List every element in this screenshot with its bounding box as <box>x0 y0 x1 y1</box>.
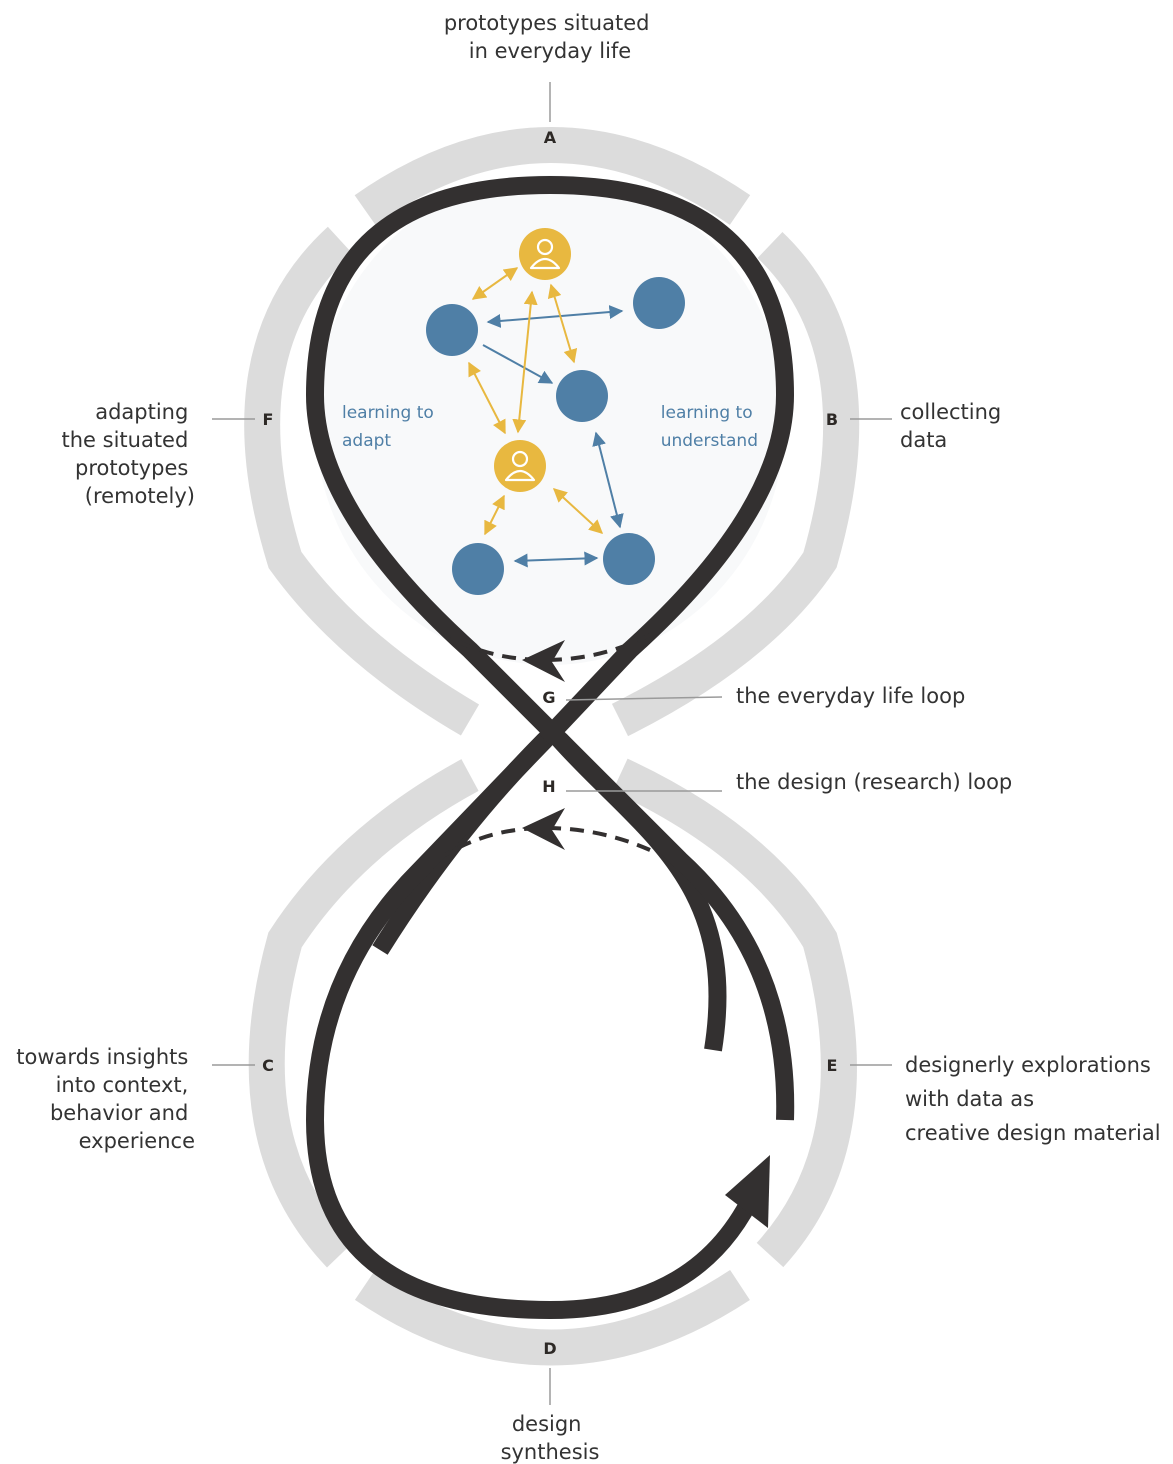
stage-labels: prototypes situated in everyday life col… <box>16 11 1160 1464</box>
leader-lines <box>212 82 892 1405</box>
circle-node <box>426 304 478 356</box>
stage-letter-c: C <box>262 1056 274 1075</box>
band-segment-e <box>612 758 857 1268</box>
everyday-life-loop-label: the everyday life loop <box>736 684 965 708</box>
stage-letter-a: A <box>544 128 557 147</box>
person-icon <box>519 228 571 280</box>
link-arrow <box>547 283 578 364</box>
circle-node <box>452 543 504 595</box>
link-arrow <box>552 488 604 534</box>
person-icon <box>494 440 546 492</box>
link-arrow <box>468 361 506 435</box>
link-arrow <box>512 290 538 434</box>
lower-loop-arrowhead <box>725 1155 770 1228</box>
stage-a-label: prototypes situated in everyday life <box>444 11 656 63</box>
design-loop-dashed-arrow <box>443 825 651 857</box>
lower-loop-stroke <box>305 733 764 1320</box>
circle-node <box>556 370 608 422</box>
band-segment-a <box>354 127 751 225</box>
outer-bands <box>244 127 860 1366</box>
network: learning to adapt learning to understand <box>342 228 758 595</box>
link-arrow <box>513 551 599 568</box>
band-segment-c <box>248 759 479 1268</box>
link-arrow <box>484 494 505 536</box>
stage-letters: A B F C E D G H <box>262 128 838 1358</box>
stage-c-label: towards insights into context, behavior … <box>16 1045 195 1153</box>
learning-to-adapt-label: learning to adapt <box>342 403 439 451</box>
link-arrow <box>592 431 624 529</box>
stage-d-label: design synthesis <box>501 1412 600 1464</box>
stage-b-label: collecting data <box>900 400 1008 452</box>
stage-letter-g: G <box>542 688 555 707</box>
design-research-loop-label: the design (research) loop <box>736 770 1012 794</box>
stage-f-label: adapting the situated prototypes (remote… <box>62 400 196 508</box>
band-segment-b <box>611 231 860 737</box>
link-arrow <box>471 267 519 300</box>
circle-node <box>633 277 685 329</box>
stage-letter-f: F <box>263 410 274 429</box>
stage-letter-b: B <box>826 410 838 429</box>
band-segment-f <box>244 226 480 736</box>
stage-letter-h: H <box>542 777 555 796</box>
dashed-arrows <box>443 633 651 857</box>
stage-letter-e: E <box>827 1056 838 1075</box>
stage-e-label: designerly explorations with data as cre… <box>905 1053 1161 1145</box>
stage-letter-d: D <box>543 1339 556 1358</box>
design-loop-arrowhead <box>522 808 565 850</box>
circle-node <box>603 533 655 585</box>
everyday-loop-arrowhead <box>522 640 565 682</box>
learning-to-understand-label: learning to understand <box>661 403 758 451</box>
right-lower-stroke <box>553 733 795 1121</box>
band-segment-d <box>354 1269 750 1366</box>
everyday-loop-dashed-arrow <box>444 633 651 663</box>
